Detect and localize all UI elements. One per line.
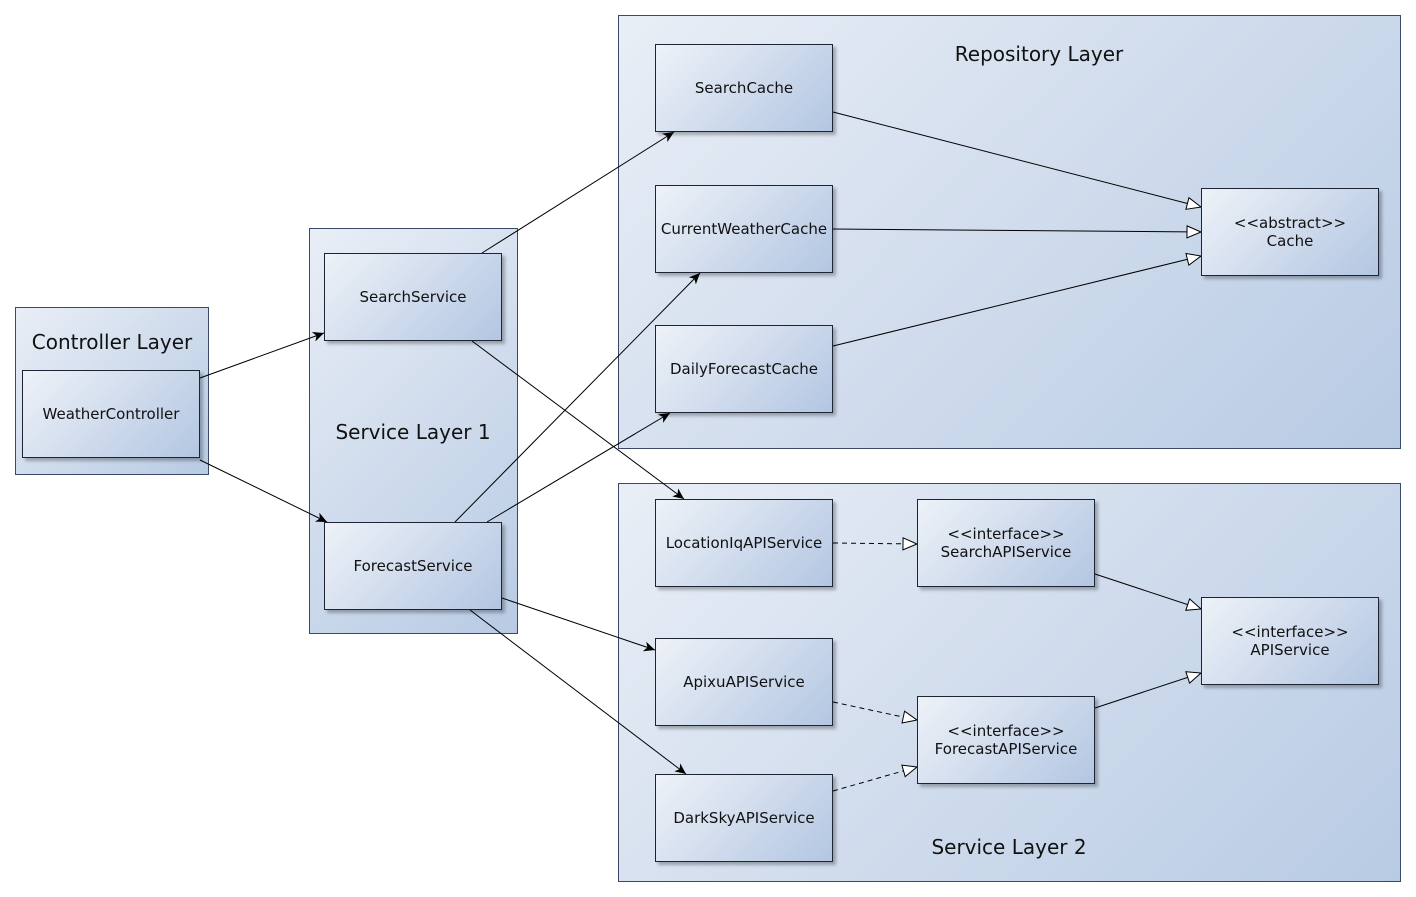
weather-controller-node[interactable]: WeatherController	[22, 370, 200, 458]
api-service-stereotype: <<interface>>	[1231, 623, 1349, 641]
search-service-node[interactable]: SearchService	[324, 253, 502, 341]
cache-node[interactable]: <<abstract>> Cache	[1201, 188, 1379, 276]
service-layer-1-title: Service Layer 1	[335, 420, 491, 444]
cache-label: Cache	[1266, 232, 1314, 250]
cache-stereotype: <<abstract>>	[1233, 214, 1347, 232]
forecast-api-service-node[interactable]: <<interface>> ForecastAPIService	[917, 696, 1095, 784]
search-api-service-label: SearchAPIService	[940, 543, 1072, 561]
repository-layer-title: Repository Layer	[954, 42, 1124, 66]
daily-forecast-cache-label: DailyForecastCache	[669, 360, 819, 378]
search-cache-label: SearchCache	[694, 79, 794, 97]
search-service-label: SearchService	[359, 288, 467, 306]
edge-weather-controller-to-forecast-service	[199, 459, 328, 523]
search-api-service-node[interactable]: <<interface>> SearchAPIService	[917, 499, 1095, 587]
location-iq-api-service-node[interactable]: LocationIqAPIService	[655, 499, 833, 587]
apixu-api-service-node[interactable]: ApixuAPIService	[655, 638, 833, 726]
api-service-node[interactable]: <<interface>> APIService	[1201, 597, 1379, 685]
api-service-label: APIService	[1250, 641, 1330, 659]
search-api-service-stereotype: <<interface>>	[947, 525, 1065, 543]
apixu-api-service-label: ApixuAPIService	[683, 673, 805, 691]
controller-layer-title: Controller Layer	[31, 330, 193, 354]
location-iq-api-service-label: LocationIqAPIService	[665, 534, 823, 552]
current-weather-cache-label: CurrentWeatherCache	[660, 220, 828, 238]
edge-weather-controller-to-search-service	[199, 332, 325, 379]
service-layer-2-title: Service Layer 2	[931, 835, 1087, 859]
forecast-service-node[interactable]: ForecastService	[324, 522, 502, 610]
forecast-service-label: ForecastService	[353, 557, 473, 575]
search-cache-node[interactable]: SearchCache	[655, 44, 833, 132]
weather-controller-label: WeatherController	[42, 405, 180, 423]
current-weather-cache-node[interactable]: CurrentWeatherCache	[655, 185, 833, 273]
forecast-api-service-label: ForecastAPIService	[934, 740, 1078, 758]
daily-forecast-cache-node[interactable]: DailyForecastCache	[655, 325, 833, 413]
forecast-api-service-stereotype: <<interface>>	[947, 722, 1065, 740]
dark-sky-api-service-label: DarkSkyAPIService	[673, 809, 815, 827]
dark-sky-api-service-node[interactable]: DarkSkyAPIService	[655, 774, 833, 862]
